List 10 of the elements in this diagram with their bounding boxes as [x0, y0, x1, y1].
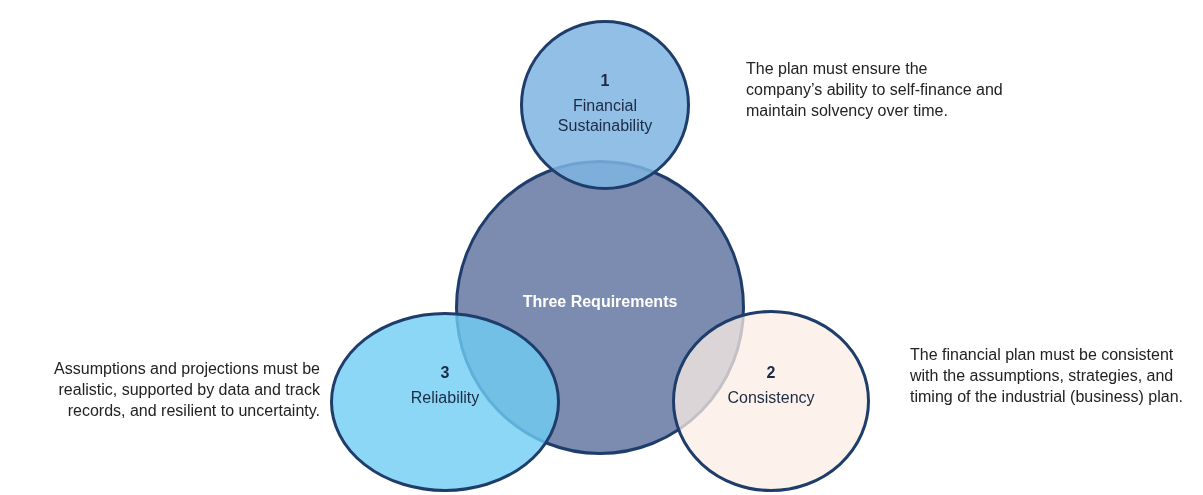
- description-text: The plan must ensure the company’s ability to self-finance and maintain solvency over time.: [746, 59, 1004, 121]
- number-label: 2: [765, 364, 777, 382]
- number-label: 3: [439, 364, 451, 382]
- circle-label: Reliability: [409, 388, 481, 408]
- circle-label: Consistency: [726, 388, 816, 408]
- description-text: The financial plan must be consistent with the assumptions, strategies, and timing of the industrial (business) plan.: [910, 345, 1185, 407]
- description-text: Assumptions and projections must be realistic, supported by data and track records, and resilient to uncertainty.: [53, 359, 320, 421]
- number-label: 1: [599, 72, 611, 90]
- center-label: Three Requirements: [521, 293, 679, 311]
- circle-label: Financial Sustainability: [556, 96, 654, 136]
